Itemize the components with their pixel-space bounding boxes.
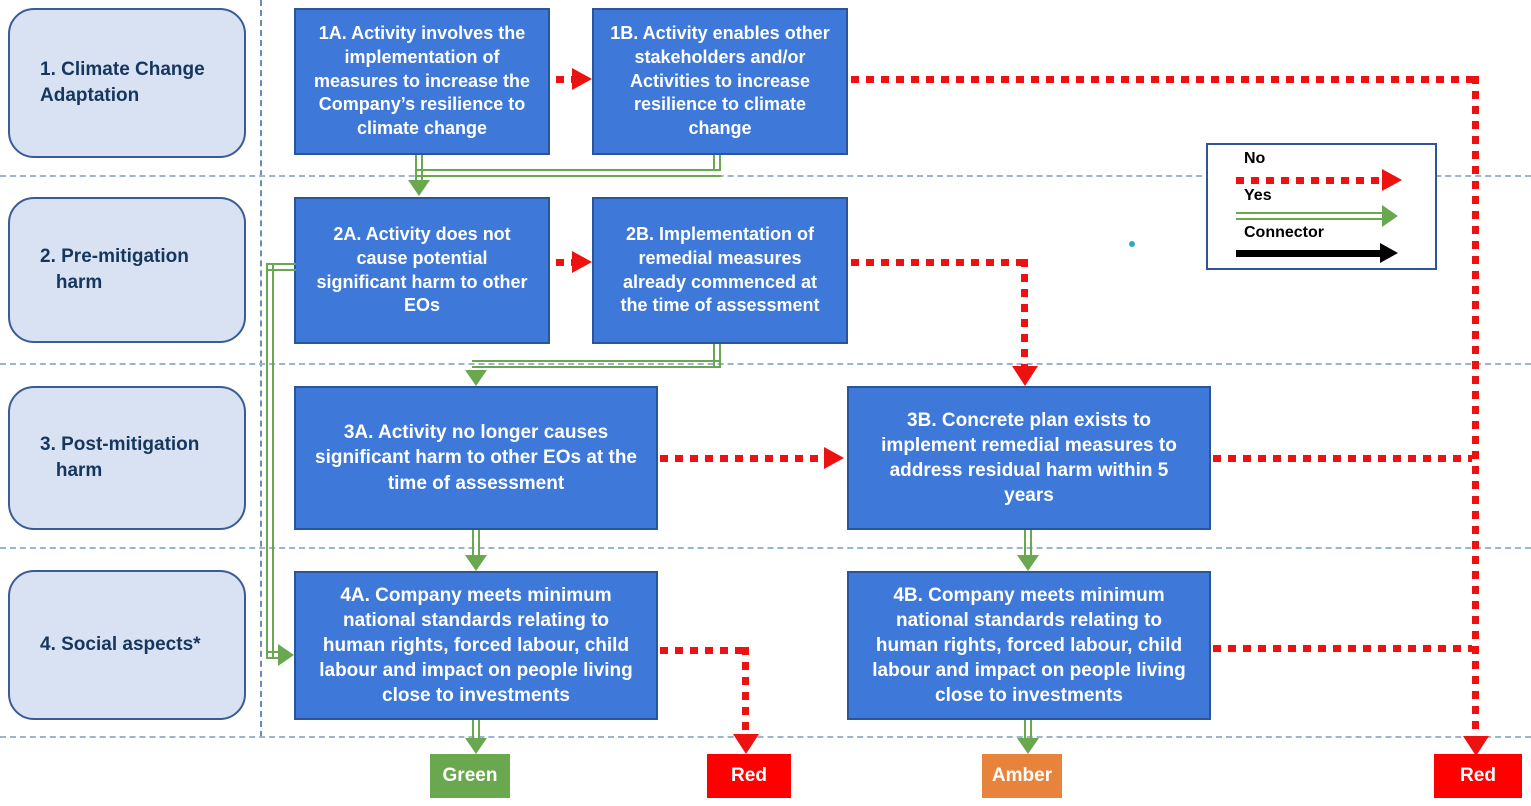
no-arrow-2a-to-2b [556,259,574,266]
node-3a: 3A. Activity no longer causes significan… [294,386,658,530]
node-2a: 2A. Activity does not cause potential si… [294,197,550,344]
yes-arrow-3a-to-4a [472,530,480,557]
yes-arrow-2b-horizontal-segment [472,360,721,368]
yes-arrowhead-into-2a [408,180,430,196]
yes-arrow-2a-to-4a-vertical [266,263,274,659]
yes-arrow-1a-down-segment [415,155,423,180]
legend-connector-label: Connector [1244,224,1324,241]
yes-arrowhead-into-3a [465,370,487,386]
legend-no-arrow [1236,177,1384,184]
legend-no-label: No [1244,150,1266,167]
no-arrow-4b-to-right [1213,645,1472,652]
yes-arrow-1b-down-segment [713,155,721,171]
yes-arrowhead-into-4a-top [465,555,487,571]
node-2b: 2B. Implementation of remedial measures … [592,197,848,344]
no-arrow-3a-to-3b [660,455,826,462]
outcome-amber: Amber [982,754,1062,798]
yes-arrow-4a-to-green [472,720,480,740]
legend-connector-arrowhead [1380,243,1398,263]
no-arrowhead-into-red-left [733,734,759,754]
node-4b: 4B. Company meets minimum national stand… [847,571,1211,720]
node-1a: 1A. Activity involves the implementation… [294,8,550,155]
no-arrow-right-vertical [1472,76,1479,736]
yes-arrowhead-into-green [465,738,487,754]
row-separator-4 [0,736,1531,738]
no-arrow-3b-to-right [1213,455,1472,462]
yes-arrowhead-into-amber [1017,738,1039,754]
no-arrow-1a-to-1b [556,76,574,83]
row-separator-1 [0,175,1531,177]
no-arrow-2b-vertical [1021,259,1028,366]
row-separator-3 [0,547,1531,549]
vertical-guide-line [260,0,262,737]
no-arrowhead-into-3b-left [824,447,844,469]
legend: No Yes Connector [1206,143,1437,270]
row-label-climate-change-adaptation: 1. Climate Change Adaptation [8,8,246,158]
legend-yes-label: Yes [1244,187,1272,204]
yes-arrow-1b-horizontal-segment [415,169,721,177]
legend-yes-arrow [1236,212,1386,220]
legend-yes-arrowhead [1382,205,1398,227]
no-arrow-2b-horizontal [851,259,1023,266]
yes-arrowhead-into-4b-top [1017,555,1039,571]
row-label-post-mitigation-harm: 3. Post-mitigation harm [8,386,246,530]
node-3b: 3B. Concrete plan exists to implement re… [847,386,1211,530]
stray-dot [1129,241,1135,247]
yes-arrow-4b-to-amber [1024,720,1032,740]
yes-arrow-3b-to-4b [1024,530,1032,557]
no-arrowhead-into-red-right [1463,736,1489,756]
outcome-red-left: Red [707,754,791,798]
yes-arrow-2b-down-segment [713,344,721,368]
row-separator-2 [0,363,1531,365]
no-arrow-4a-horizontal [660,647,744,654]
node-1b: 1B. Activity enables other stakeholders … [592,8,848,155]
yes-arrow-2a-exit-segment [266,263,296,271]
no-arrowhead-into-1b [572,68,592,90]
outcome-red-right: Red [1434,754,1522,798]
node-4a: 4A. Company meets minimum national stand… [294,571,658,720]
legend-connector-arrow [1236,250,1386,257]
yes-arrowhead-into-4a-left [278,644,294,666]
no-arrowhead-into-3b-top [1012,366,1038,386]
legend-no-arrowhead [1382,169,1402,191]
no-arrow-4a-vertical [742,647,749,736]
row-label-social-aspects: 4. Social aspects* [8,570,246,720]
no-arrowhead-into-2b [572,251,592,273]
outcome-green: Green [430,754,510,798]
yes-arrow-2a-to-4a-elbow [266,651,282,659]
no-arrow-1b-to-right [851,76,1472,83]
row-label-pre-mitigation-harm: 2. Pre-mitigation harm [8,197,246,343]
